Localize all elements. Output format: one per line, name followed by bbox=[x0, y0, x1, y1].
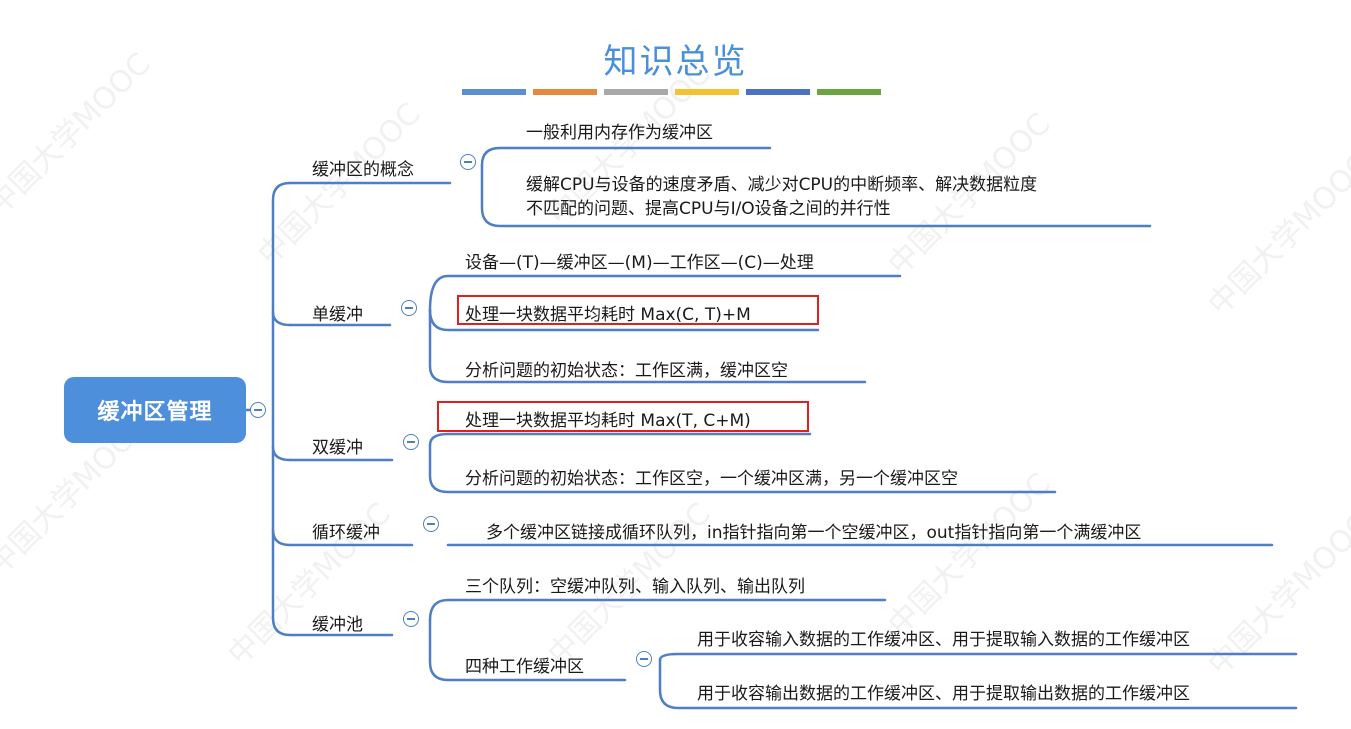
highlight-box bbox=[437, 401, 809, 432]
color-bar-segment bbox=[675, 89, 739, 95]
leaf-text: 多个缓冲区链接成循环队列，in指针指向第一个空缓冲区，out指针指向第一个满缓冲… bbox=[486, 523, 1142, 543]
leaf-text: 不匹配的问题、提高CPU与I/O设备之间的并行性 bbox=[526, 199, 891, 219]
collapse-icon[interactable] bbox=[401, 300, 417, 316]
collapse-icon[interactable] bbox=[636, 651, 652, 667]
leaf-text: 处理一块数据平均耗时 Max(T, C+M) bbox=[465, 411, 751, 431]
branch-label[interactable]: 缓冲区的概念 bbox=[312, 160, 414, 180]
leaf-text: 分析问题的初始状态：工作区空，一个缓冲区满，另一个缓冲区空 bbox=[465, 469, 958, 489]
branch-label[interactable]: 单缓冲 bbox=[312, 305, 363, 325]
color-bar-segment bbox=[817, 89, 881, 95]
collapse-icon[interactable] bbox=[250, 402, 266, 418]
leaf-text: 处理一块数据平均耗时 Max(C, T)+M bbox=[465, 305, 751, 325]
highlight-box bbox=[457, 295, 819, 325]
branch-label[interactable]: 双缓冲 bbox=[312, 438, 363, 458]
color-bar-segment bbox=[533, 89, 597, 95]
leaf-text: 缓解CPU与设备的速度矛盾、减少对CPU的中断频率、解决数据粒度 bbox=[526, 175, 1038, 195]
color-bar-segment bbox=[746, 89, 810, 95]
branch-label[interactable]: 循环缓冲 bbox=[312, 523, 380, 543]
collapse-icon[interactable] bbox=[403, 434, 419, 450]
collapse-icon[interactable] bbox=[460, 154, 476, 170]
color-bar-segment bbox=[462, 89, 526, 95]
collapse-icon[interactable] bbox=[423, 516, 439, 532]
leaf-text: 设备—(T)—缓冲区—(M)—工作区—(C)—处理 bbox=[465, 253, 814, 273]
leaf-text: 一般利用内存作为缓冲区 bbox=[526, 123, 713, 143]
sub-branch-label[interactable]: 四种工作缓冲区 bbox=[465, 657, 584, 677]
leaf-text: 用于收容输入数据的工作缓冲区、用于提取输入数据的工作缓冲区 bbox=[697, 630, 1190, 650]
leaf-text: 分析问题的初始状态：工作区满，缓冲区空 bbox=[465, 361, 788, 381]
page-title: 知识总览 bbox=[603, 42, 748, 82]
collapse-icon[interactable] bbox=[403, 611, 419, 627]
branch-label[interactable]: 缓冲池 bbox=[312, 615, 363, 635]
root-node[interactable]: 缓冲区管理 bbox=[64, 377, 246, 443]
color-bar-segment bbox=[604, 89, 668, 95]
leaf-text: 用于收容输出数据的工作缓冲区、用于提取输出数据的工作缓冲区 bbox=[697, 684, 1190, 704]
leaf-text: 三个队列：空缓冲队列、输入队列、输出队列 bbox=[465, 577, 805, 597]
